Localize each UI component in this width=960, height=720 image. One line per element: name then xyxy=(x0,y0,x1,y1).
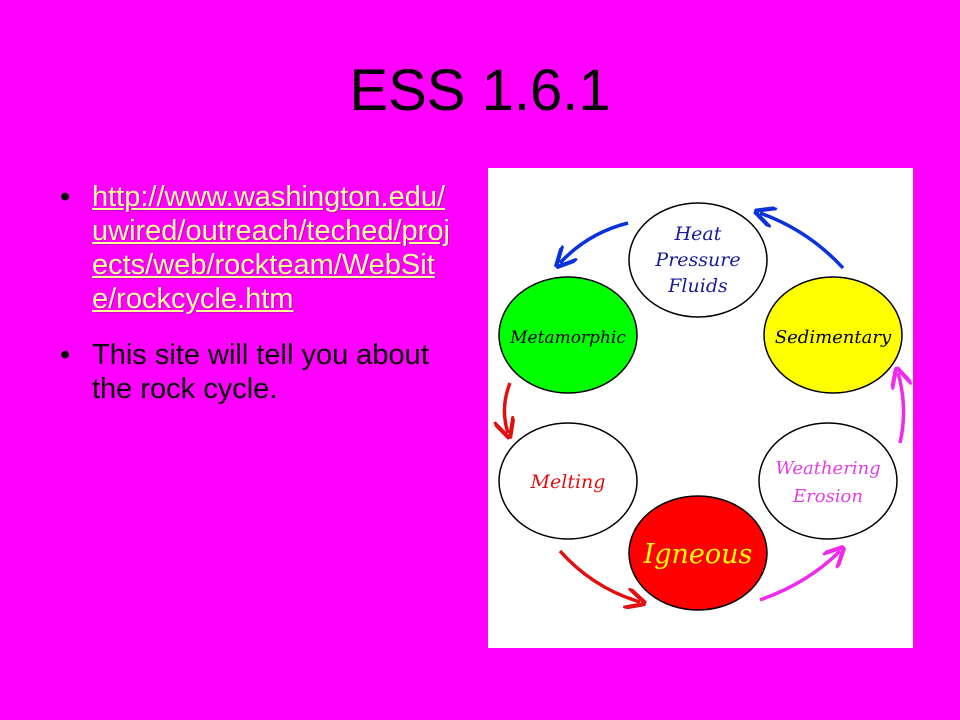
arrow-melting-to-igneous xyxy=(558,549,640,602)
bullet-marker: • xyxy=(60,181,71,213)
rock-cycle-diagram: Heat Pressure Fluids Metamorphic Sedimen… xyxy=(488,168,913,648)
bullet-list: • http://www.washington.edu/uwired/outre… xyxy=(60,180,460,406)
bullet-marker: • xyxy=(60,339,71,371)
stage-weathering-erosion: Weathering Erosion xyxy=(758,422,898,540)
stage-sedimentary-label: Sedimentary xyxy=(775,327,892,348)
bullet-item-link: • http://www.washington.edu/uwired/outre… xyxy=(60,180,460,316)
stage-heat-label-2: Pressure xyxy=(654,249,740,271)
stage-heat-label-1: Heat xyxy=(674,223,722,245)
stage-melting-label: Melting xyxy=(530,471,606,493)
bullet-description-text: This site will tell you about the rock c… xyxy=(92,339,429,405)
rock-cycle-url-link[interactable]: http://www.washington.edu/uwired/outreac… xyxy=(92,181,450,315)
arrow-sedimentary-to-heat xyxy=(760,213,845,270)
arrow-heat-to-metamorphic xyxy=(560,221,629,263)
stage-heat-label-3: Fluids xyxy=(667,275,728,297)
stage-melting-ellipse xyxy=(498,422,638,540)
stage-igneous-label: Igneous xyxy=(643,539,753,570)
stage-heat-ellipse xyxy=(628,202,768,318)
arrow-metamorphic-to-melting xyxy=(504,382,510,433)
rock-cycle-svg: Heat Pressure Fluids Metamorphic Sedimen… xyxy=(488,202,913,611)
stage-metamorphic-label: Metamorphic xyxy=(509,328,626,348)
arrow-weathering-to-sedimentary xyxy=(898,373,904,444)
stage-heat-pressure-fluids: Heat Pressure Fluids xyxy=(628,202,768,318)
slide-title: ESS 1.6.1 xyxy=(349,58,611,123)
stage-metamorphic: Metamorphic xyxy=(498,276,638,394)
stage-weathering-label-1: Weathering xyxy=(775,458,880,479)
stage-igneous: Igneous xyxy=(628,495,768,611)
stage-sedimentary: Sedimentary xyxy=(763,276,903,394)
stage-metamorphic-ellipse xyxy=(498,276,638,394)
stage-sedimentary-ellipse xyxy=(763,276,903,394)
bullet-item-description: • This site will tell you about the rock… xyxy=(60,338,460,406)
stage-weathering-ellipse xyxy=(758,422,898,540)
stage-melting: Melting xyxy=(498,422,638,540)
stage-weathering-label-2: Erosion xyxy=(792,486,863,507)
arrow-igneous-to-weathering xyxy=(759,551,840,602)
stage-igneous-ellipse xyxy=(628,495,768,611)
